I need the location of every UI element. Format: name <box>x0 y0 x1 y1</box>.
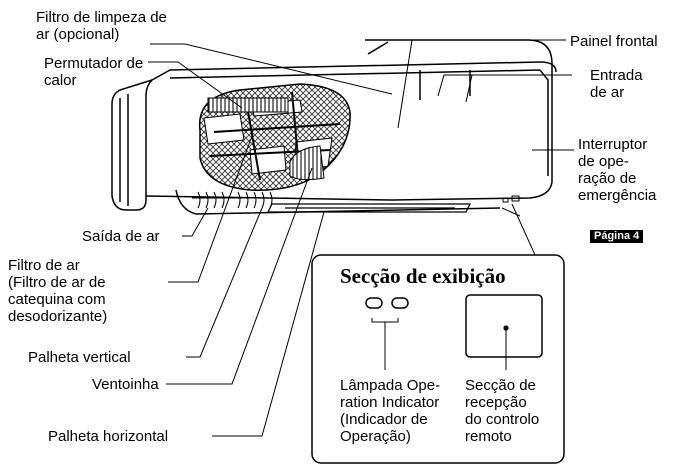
label-painel-frontal: Painel frontal <box>570 33 658 50</box>
heat-exchanger <box>207 97 289 113</box>
label-palheta-horizontal: Palheta horizontal <box>48 428 169 445</box>
label-filtro-limpeza: Filtro de limpeza de ar (opcional) <box>36 9 167 43</box>
label-palheta-vertical: Palheta vertical <box>28 349 131 366</box>
receiver-dot <box>503 325 509 331</box>
unit-display-window <box>502 197 509 203</box>
receiver-window <box>465 294 543 358</box>
leader-lines <box>148 39 574 437</box>
horizontal-louver <box>267 203 471 213</box>
label-interruptor: Interruptor de ope- ração de emergência <box>578 136 657 204</box>
label-saida-ar: Saída de ar <box>82 228 160 245</box>
label-recepcao: Secção de recepção do controlo remoto <box>465 377 540 445</box>
lamp-icon-left <box>365 297 383 309</box>
left-end-cap <box>111 79 153 211</box>
label-permutador: Permutador de calor <box>44 55 144 89</box>
lamp-icon-right <box>391 297 409 309</box>
label-entrada-ar: Entrada de ar <box>590 67 643 101</box>
fan <box>289 145 325 181</box>
label-lampada: Lâmpada Ope- ration Indicator (Indicador… <box>340 377 441 445</box>
unit-display-window-2 <box>511 195 520 202</box>
page-reference-badge: Página 4 <box>590 230 644 243</box>
vertical-vanes <box>192 191 290 209</box>
label-ventoinha: Ventoinha <box>92 376 159 393</box>
label-filtro-ar: Filtro de ar (Filtro de ar de catequina … <box>8 257 108 325</box>
indoor-unit <box>111 39 557 215</box>
display-section-panel <box>311 254 565 464</box>
display-section-title: Secção de exibição <box>340 264 506 288</box>
